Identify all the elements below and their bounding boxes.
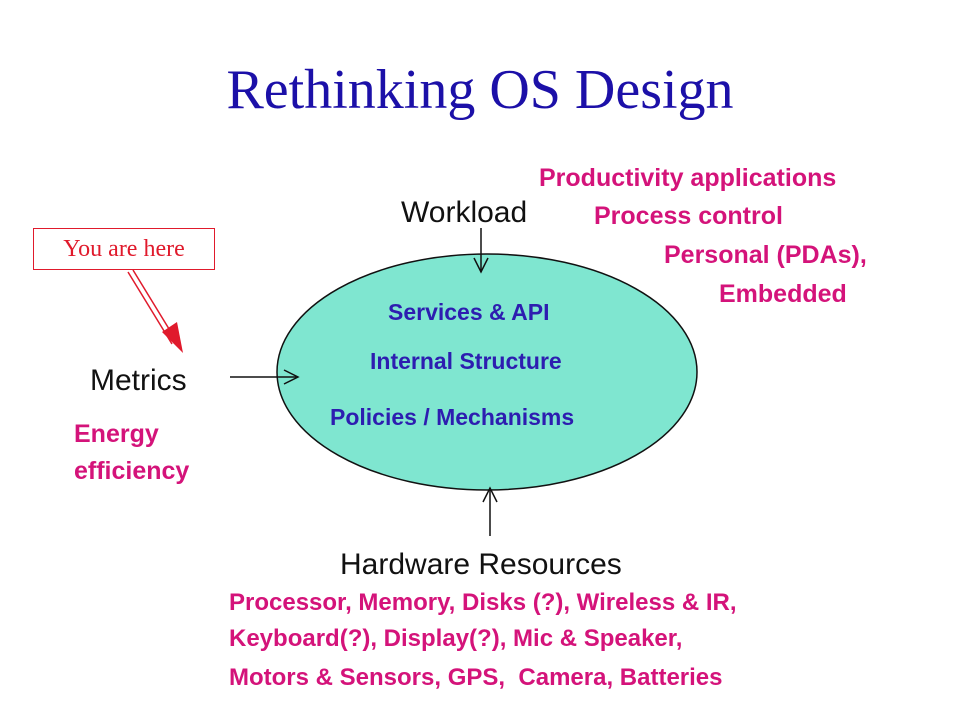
workload-example-productivity: Productivity applications xyxy=(539,164,837,192)
workload-example-personal: Personal (PDAs), xyxy=(664,241,867,269)
workload-arrow xyxy=(473,228,489,274)
metrics-example-energy: Energy xyxy=(74,420,159,448)
slide-title: Rethinking OS Design xyxy=(226,59,734,121)
center-internal-structure: Internal Structure xyxy=(370,348,562,374)
metrics-example-efficiency: efficiency xyxy=(74,457,190,485)
metrics-arrow xyxy=(230,369,300,385)
center-services-api: Services & API xyxy=(388,299,550,325)
hardware-example-line-2: Keyboard(?), Display(?), Mic & Speaker, xyxy=(229,625,683,652)
workload-example-embedded: Embedded xyxy=(719,280,847,308)
you-are-here-box: You are here xyxy=(33,228,215,270)
hardware-example-line-1: Processor, Memory, Disks (?), Wireless &… xyxy=(229,589,737,616)
workload-label: Workload xyxy=(401,196,528,229)
you-are-here-pointer xyxy=(127,269,183,353)
hardware-example-line-3: Motors & Sensors, GPS, Camera, Batteries xyxy=(229,664,723,691)
workload-example-process-control: Process control xyxy=(594,202,783,230)
center-policies-mechanisms: Policies / Mechanisms xyxy=(330,404,575,430)
os-ellipse xyxy=(276,253,698,491)
hardware-label: Hardware Resources xyxy=(340,548,622,581)
hardware-arrow xyxy=(482,486,498,536)
metrics-label: Metrics xyxy=(90,364,187,397)
